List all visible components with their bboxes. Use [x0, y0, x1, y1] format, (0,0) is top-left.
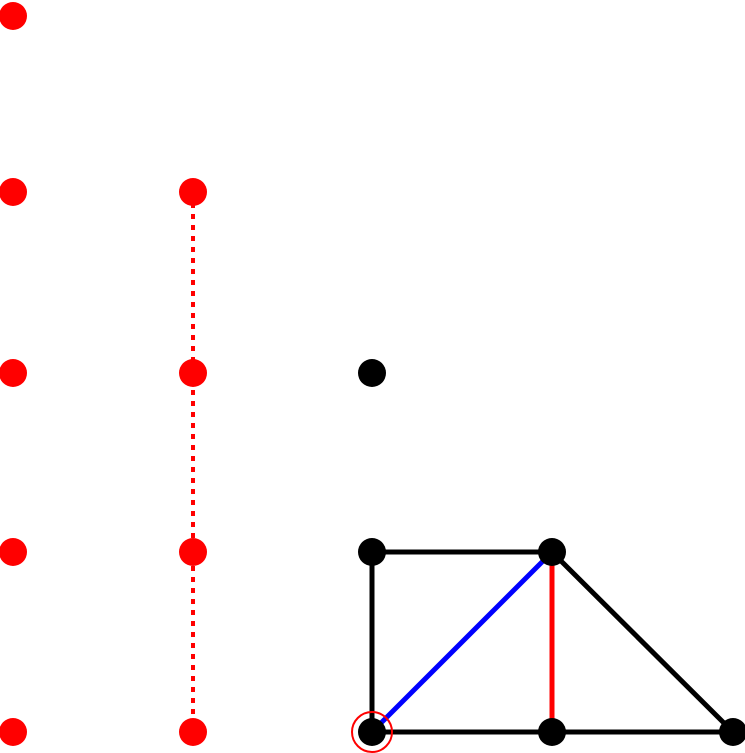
edges-layer	[191, 192, 735, 735]
node-r1_3	[179, 178, 207, 206]
node-r0_3	[0, 178, 27, 206]
node-b2_2	[358, 359, 386, 387]
node-r0_4	[0, 2, 27, 30]
node-b4_0	[719, 718, 745, 746]
edge-b2_0-b3_1	[370, 550, 554, 734]
node-b3_1	[538, 538, 566, 566]
node-r0_0	[0, 718, 27, 746]
node-r1_0	[179, 718, 207, 746]
node-b2_0	[358, 718, 386, 746]
node-r0_1	[0, 538, 27, 566]
node-b3_0	[538, 718, 566, 746]
node-r1_2	[179, 359, 207, 387]
highlight-ring-b2_0	[351, 711, 393, 753]
node-r0_2	[0, 359, 27, 387]
node-r1_1	[179, 538, 207, 566]
node-b2_1	[358, 538, 386, 566]
edge-b3_1-b4_0	[550, 550, 735, 734]
